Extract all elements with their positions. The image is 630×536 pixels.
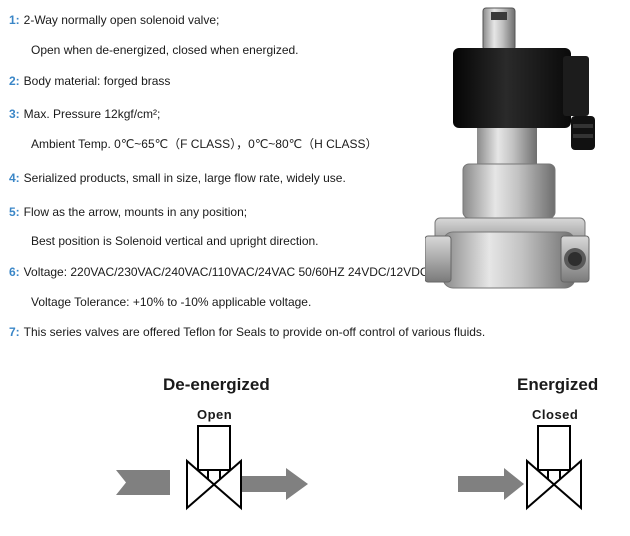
spec-number: 4:: [9, 171, 20, 185]
actuator-box: [197, 425, 231, 471]
spec-number: 7:: [9, 325, 20, 339]
valve-body-symbol: [526, 458, 556, 511]
spec-sub-3: Ambient Temp. 0℃~65℃（F CLASS），0℃~80℃（H C…: [31, 137, 378, 151]
flow-outlet-arrow: [242, 468, 308, 500]
flow-inlet-arrow: [116, 470, 170, 495]
spec-item-3: 3:Max. Pressure 12kgf/cm²;: [9, 107, 160, 121]
closed-state-label: Closed: [532, 407, 579, 422]
spec-item-7: 7:This series valves are offered Teflon …: [9, 325, 485, 339]
valve-body-symbol: [186, 458, 216, 511]
spec-sub-1: Open when de-energized, closed when ener…: [31, 43, 299, 57]
open-state-label: Open: [197, 407, 233, 422]
deenergized-heading: De-energized: [163, 375, 270, 394]
spec-sub-6: Voltage Tolerance: +10% to -10% applicab…: [31, 295, 312, 309]
solenoid-valve-photo: [425, 7, 595, 289]
actuator-box: [537, 425, 571, 471]
spec-text: This series valves are offered Teflon fo…: [23, 325, 486, 339]
spec-sub-5: Best position is Solenoid vertical and u…: [31, 234, 319, 248]
closed-valve-diagram: [458, 425, 582, 511]
spec-number: 1:: [9, 13, 20, 27]
spec-item-5: 5:Flow as the arrow, mounts in any posit…: [9, 205, 247, 219]
energized-heading: Energized: [517, 375, 599, 394]
spec-number: 3:: [9, 107, 20, 121]
spec-text: Body material: forged brass: [23, 74, 171, 88]
spec-item-4: 4:Serialized products, small in size, la…: [9, 171, 346, 185]
spec-text: Max. Pressure 12kgf/cm²;: [23, 107, 161, 121]
spec-item-2: 2:Body material: forged brass: [9, 74, 170, 88]
spec-text: Serialized products, small in size, larg…: [23, 171, 346, 185]
flow-inlet-arrow: [458, 468, 524, 500]
spec-item-1: 1:2-Way normally open solenoid valve;: [9, 13, 219, 27]
spec-item-6: 6:Voltage: 220VAC/230VAC/240VAC/110VAC/2…: [9, 265, 432, 279]
spec-number: 5:: [9, 205, 20, 219]
spec-text: 2-Way normally open solenoid valve;: [23, 13, 220, 27]
open-valve-diagram: [116, 425, 308, 511]
spec-text: Flow as the arrow, mounts in any positio…: [23, 205, 248, 219]
spec-number: 6:: [9, 265, 20, 279]
spec-number: 2:: [9, 74, 20, 88]
spec-text: Voltage: 220VAC/230VAC/240VAC/110VAC/24V…: [23, 265, 432, 279]
